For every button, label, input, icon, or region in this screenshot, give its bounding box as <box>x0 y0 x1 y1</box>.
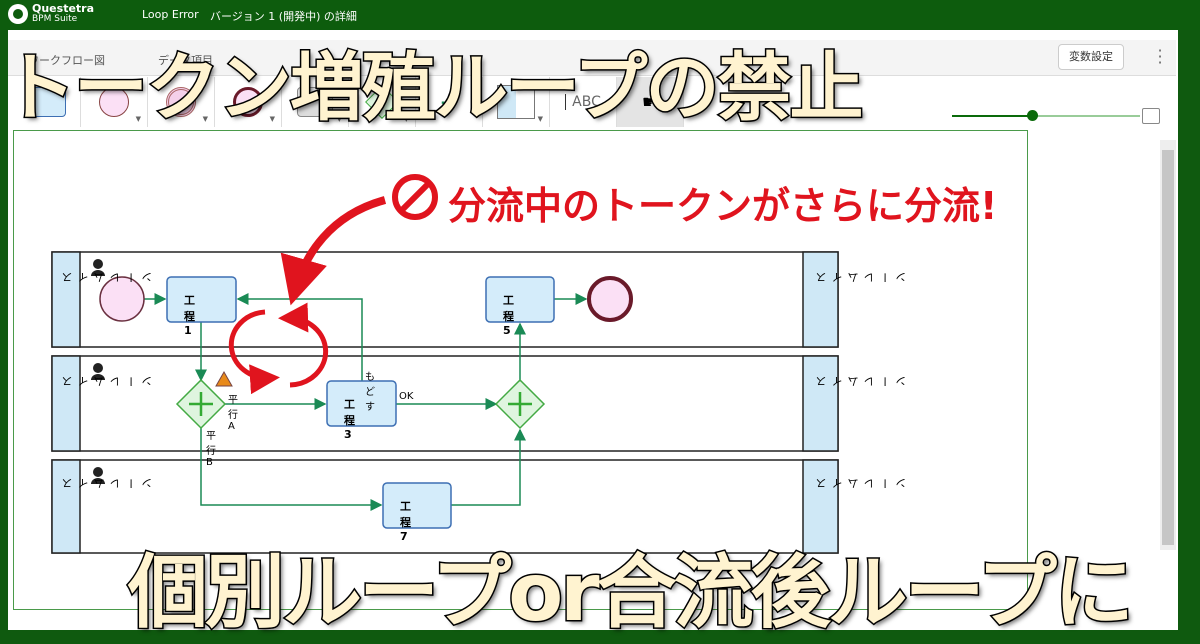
vertical-scrollbar[interactable] <box>1160 140 1176 550</box>
lane-label: スイムレーン <box>61 478 154 489</box>
hand-pointer-icon: ☛ <box>641 91 659 113</box>
zoom-slider-knob[interactable] <box>1027 110 1038 121</box>
lane-label: スイムレーン <box>61 272 154 283</box>
callout-text: 分流中のトークンがさらに分流! <box>448 184 998 228</box>
questetra-logo-icon <box>8 4 28 24</box>
flow-label-back: もどす <box>365 372 375 413</box>
task-7 <box>382 482 452 529</box>
warning-icon <box>215 370 233 387</box>
callout-arrow <box>280 196 387 306</box>
palette-start-event[interactable]: ▼ <box>81 77 148 127</box>
zoom-slider[interactable] <box>952 110 1140 121</box>
tab-data-items[interactable]: データ項目 <box>158 54 213 67</box>
flows <box>144 293 588 511</box>
flow-label-ok: OK <box>399 391 414 402</box>
start-event <box>99 276 145 322</box>
more-menu-icon[interactable]: ··· <box>1157 41 1163 72</box>
overlay-footer: 個別ループor合流後ループに <box>127 545 1136 641</box>
task-1-label[interactable]: 工程 1 <box>184 294 195 337</box>
swimlane-icon <box>497 85 535 119</box>
task-7-label[interactable]: 工程 7 <box>400 500 411 543</box>
bpmn-diagram <box>51 174 839 554</box>
task-icon <box>28 87 66 117</box>
palette-end-event[interactable]: ▼ <box>215 77 282 127</box>
element-palette: ▼ ▼ ▼ ▼ ▼ ➔ ▼ ABC ☛ <box>14 77 684 127</box>
task-5-label[interactable]: 工程 5 <box>503 294 514 337</box>
tab-workflow[interactable]: ワークフロー図 <box>28 54 105 67</box>
palette-intermediate-event[interactable]: ▼ <box>148 77 215 127</box>
breadcrumb-process[interactable]: Loop Error <box>142 8 199 21</box>
flow-label-a: 平行A <box>228 395 238 432</box>
tab-bar: ワークフロー図 データ項目 <box>8 40 1176 76</box>
fit-screen-icon[interactable] <box>1142 108 1160 124</box>
end-event-icon <box>233 87 263 117</box>
end-event <box>587 276 633 322</box>
task-3 <box>326 380 397 427</box>
palette-flow[interactable]: ➔ <box>416 77 483 127</box>
lane-label: スイムレーン <box>61 376 154 387</box>
flow-label-b: 平行B <box>206 431 216 468</box>
palette-gateway[interactable]: ▼ <box>349 77 416 127</box>
palette-text-annotation[interactable]: ABC <box>550 77 617 127</box>
task-3-label[interactable]: 工程 3 <box>344 398 355 441</box>
palette-pointer[interactable]: ☛ <box>617 77 684 127</box>
lane-label: スイムレーン <box>815 478 908 489</box>
palette-task[interactable] <box>14 77 81 127</box>
variables-button[interactable]: 変数設定 <box>1058 44 1124 70</box>
flow-arrow-icon: ➔ <box>440 90 458 114</box>
breadcrumb-version: バージョン 1 (開発中) の詳細 <box>210 10 357 23</box>
loop-arrows-icon <box>228 302 329 395</box>
no-entry-icon <box>392 174 438 220</box>
lane-label: スイムレーン <box>815 376 908 387</box>
palette-swimlane[interactable]: ▼ <box>483 77 550 127</box>
overlay-title: トークン増殖ループの禁止 <box>1 44 866 133</box>
lane-user-icons <box>91 259 105 484</box>
service-task-icon <box>297 87 333 117</box>
intermediate-event-icon <box>166 87 196 117</box>
task-5 <box>485 276 555 323</box>
start-event-icon <box>99 87 129 117</box>
palette-auto-step[interactable]: ▼ <box>282 77 349 127</box>
task-1 <box>166 276 237 323</box>
palette-text-label: ABC <box>565 94 601 110</box>
lane-label: スイムレーン <box>815 272 908 283</box>
